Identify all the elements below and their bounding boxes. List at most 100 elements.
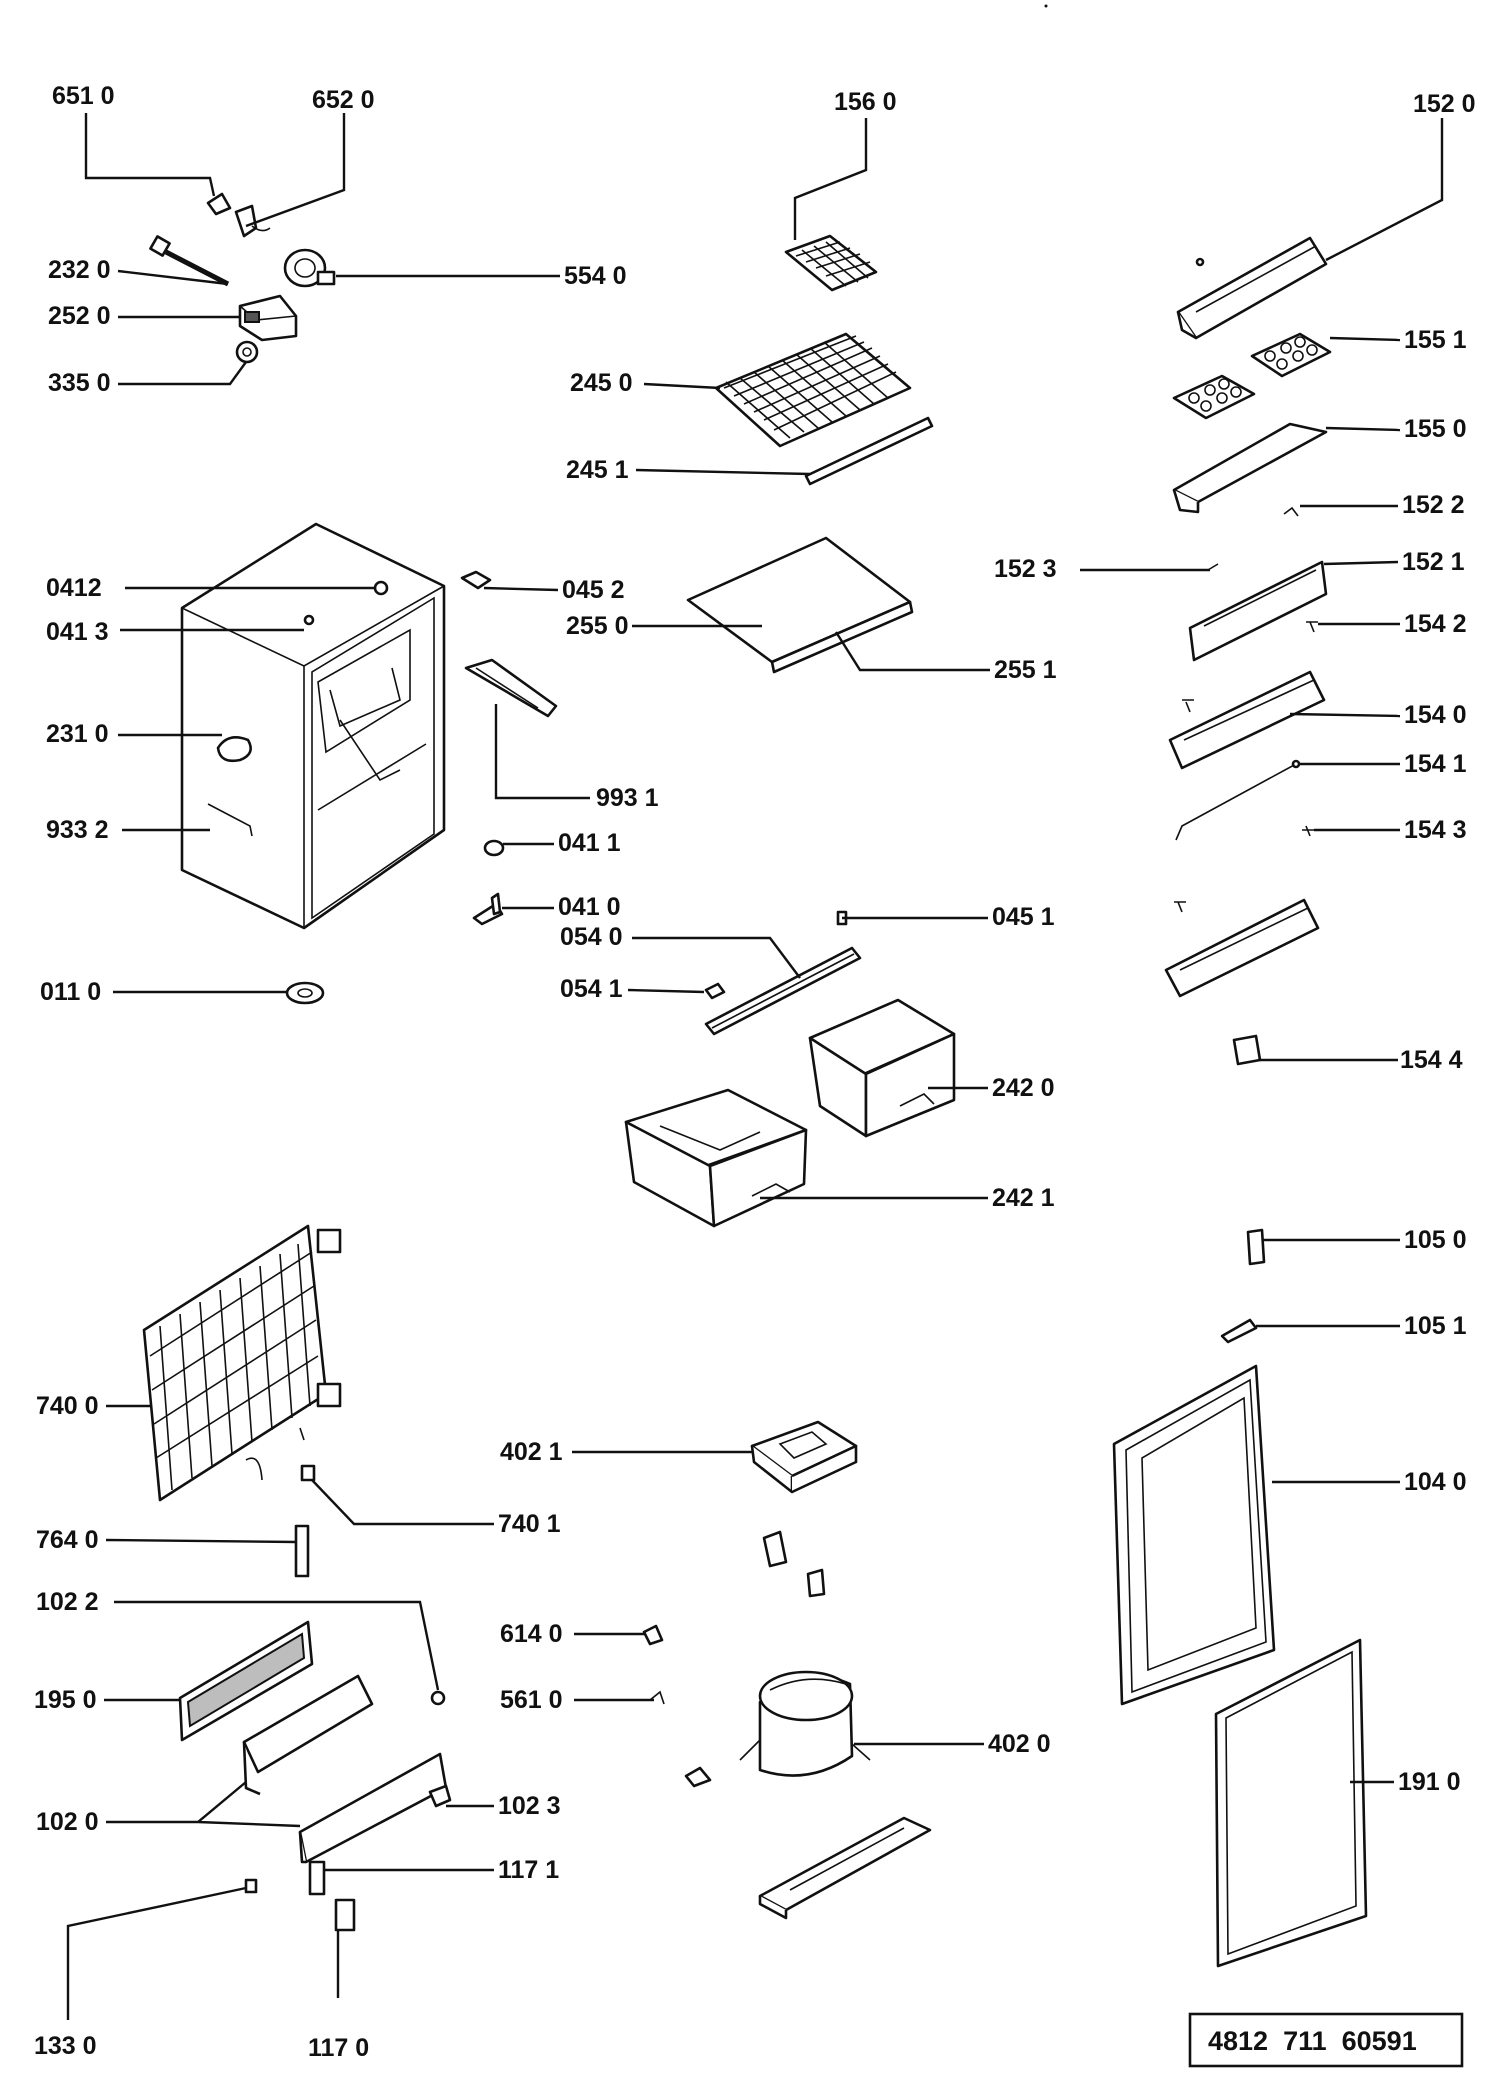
label-041-0: 041 0 <box>558 893 621 921</box>
label-245-0: 245 0 <box>570 369 633 397</box>
label-152-0: 152 0 <box>1413 90 1476 118</box>
part-156-0 <box>784 234 878 292</box>
label-102-3: 102 3 <box>498 1792 561 1820</box>
part-242-0 <box>808 998 956 1138</box>
label-154-0: 154 0 <box>1404 701 1467 729</box>
label-102-2: 102 2 <box>36 1588 99 1616</box>
part-154-2 <box>1306 621 1318 633</box>
label-104-0: 104 0 <box>1404 1468 1467 1496</box>
part-245-0 <box>714 332 912 448</box>
part-651-0 <box>206 192 232 216</box>
label-652-0: 652 0 <box>312 86 375 114</box>
label-105-0: 105 0 <box>1404 1226 1467 1254</box>
label-045-2: 045 2 <box>562 576 625 604</box>
part-154-3 <box>1302 825 1314 837</box>
part-relay-b <box>806 1568 826 1598</box>
label-045-1: 045 1 <box>992 903 1055 931</box>
part-242-1 <box>624 1088 808 1228</box>
part-054-0 <box>704 946 862 1036</box>
part-993-1 <box>464 658 558 718</box>
leader-lines <box>66 113 1444 2020</box>
label-561-0: 561 0 <box>500 1686 563 1714</box>
label-933-2: 933 2 <box>46 816 109 844</box>
label-402-1: 402 1 <box>500 1438 563 1466</box>
part-402-0 <box>684 1670 871 1788</box>
label-041-1: 041 1 <box>558 829 621 857</box>
part-cabinet <box>180 522 446 930</box>
label-155-0: 155 0 <box>1404 415 1467 443</box>
part-102-0 <box>242 1674 448 1864</box>
part-554-0 <box>283 248 336 288</box>
stray-dot <box>1044 4 1048 8</box>
label-041-3: 041 3 <box>46 618 109 646</box>
label-195-0: 195 0 <box>34 1686 97 1714</box>
label-154-2: 154 2 <box>1404 610 1467 638</box>
label-255-0: 255 0 <box>566 612 629 640</box>
label-402-0: 402 0 <box>988 1730 1051 1758</box>
part-740-1 <box>300 1464 316 1482</box>
part-154-1 <box>1175 759 1301 841</box>
part-252-0 <box>238 294 298 342</box>
part-152-0 <box>1176 236 1328 340</box>
part-764-0 <box>294 1524 310 1578</box>
part-652-0 <box>234 204 271 238</box>
part-104-0 <box>1112 1364 1276 1706</box>
label-231-0: 231 0 <box>46 720 109 748</box>
part-102-3 <box>428 1784 452 1808</box>
label-054-0: 054 0 <box>560 923 623 951</box>
label-117-1: 117 1 <box>498 1856 559 1884</box>
part-base-plate <box>758 1816 932 1920</box>
part-054-1 <box>704 982 726 1000</box>
part-105-0 <box>1246 1228 1266 1266</box>
label-614-0: 614 0 <box>500 1620 563 1648</box>
label-554-0: 554 0 <box>564 262 627 290</box>
label-102-0: 102 0 <box>36 1808 99 1836</box>
part-152-2 <box>1283 506 1299 517</box>
part-041-0 <box>472 892 504 926</box>
label-232-0: 232 0 <box>48 256 111 284</box>
label-0412: 0412 <box>46 574 102 602</box>
label-155-1: 155 1 <box>1404 326 1467 354</box>
part-labels: 651 0 652 0 156 0 152 0 232 0 554 0 252 … <box>34 82 1476 2062</box>
part-195-0 <box>178 1620 314 1742</box>
label-054-1: 054 1 <box>560 975 623 1003</box>
part-045-2 <box>460 570 492 590</box>
part-041-1 <box>483 839 505 857</box>
label-651-0: 651 0 <box>52 82 115 110</box>
label-740-0: 740 0 <box>36 1392 99 1420</box>
part-335-0 <box>235 340 259 364</box>
label-252-0: 252 0 <box>48 302 111 330</box>
part-117-0 <box>334 1898 356 1932</box>
part-relay-a <box>762 1530 788 1568</box>
part-154-4 <box>1232 1034 1262 1066</box>
label-154-4: 154 4 <box>1400 1046 1463 1074</box>
label-152-1: 152 1 <box>1402 548 1465 576</box>
label-156-0: 156 0 <box>834 88 897 116</box>
part-105-1 <box>1220 1318 1258 1344</box>
part-232-0 <box>149 235 230 287</box>
label-133-0: 133 0 <box>34 2032 97 2060</box>
label-242-0: 242 0 <box>992 1074 1055 1102</box>
part-191-0 <box>1214 1638 1368 1968</box>
label-242-1: 242 1 <box>992 1184 1055 1212</box>
label-255-1: 255 1 <box>994 656 1057 684</box>
label-117-0: 117 0 <box>308 2034 369 2062</box>
label-245-1: 245 1 <box>566 456 629 484</box>
part-255-0 <box>686 536 914 674</box>
part-245-1 <box>804 416 934 486</box>
label-740-1: 740 1 <box>498 1510 561 1538</box>
part-133-0 <box>244 1878 258 1894</box>
part-102-2 <box>430 1690 446 1706</box>
label-191-0: 191 0 <box>1398 1768 1461 1796</box>
part-154-shelf <box>1164 898 1320 998</box>
part-561-0 <box>649 1690 665 1705</box>
part-011-0 <box>285 981 325 1005</box>
part-614-0 <box>642 1624 664 1646</box>
part-402-1 <box>750 1420 858 1494</box>
label-152-2: 152 2 <box>1402 491 1465 519</box>
sheet-number: 4812 711 60591 <box>1208 2026 1417 2056</box>
part-154-0 <box>1168 670 1326 770</box>
part-155-1 <box>1250 332 1332 378</box>
label-152-3: 152 3 <box>994 555 1057 583</box>
label-105-1: 105 1 <box>1404 1312 1467 1340</box>
